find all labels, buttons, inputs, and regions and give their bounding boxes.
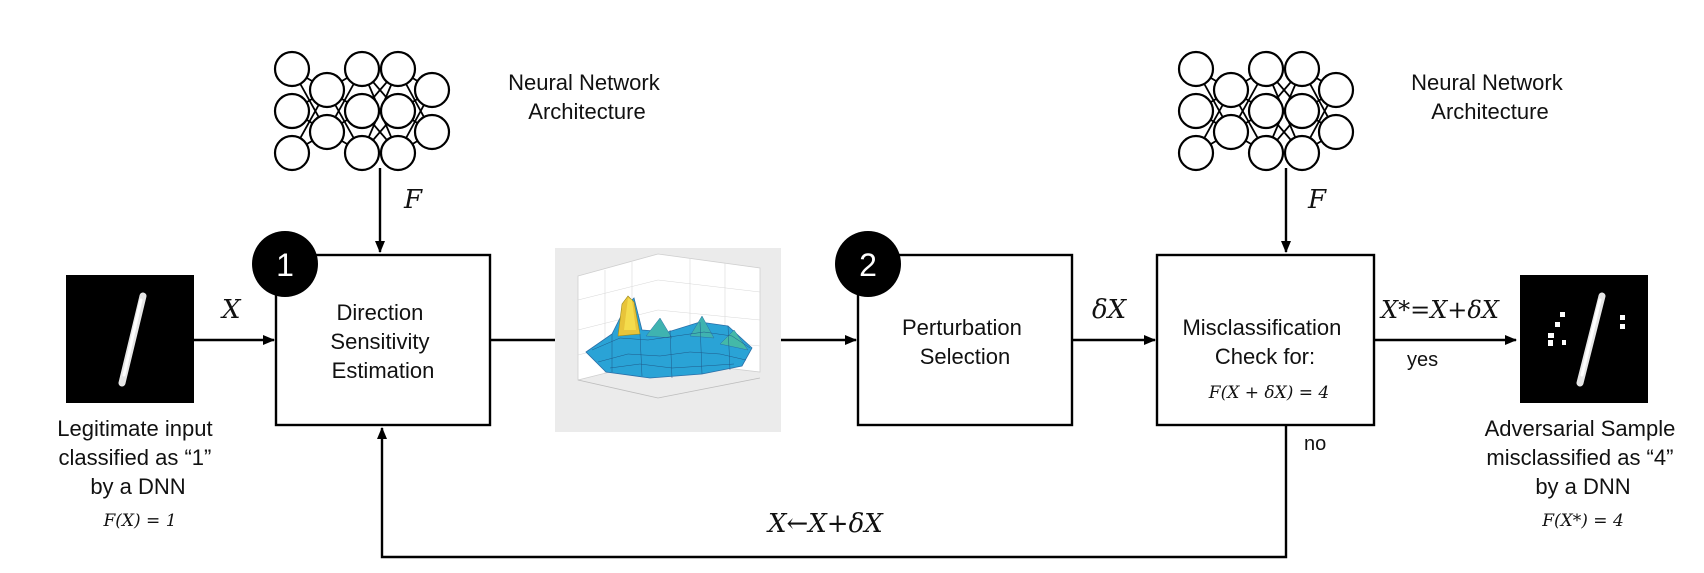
network-label-right-line-1: Neural Network: [1411, 70, 1564, 95]
network-node-right: [1177, 50, 1215, 88]
network-node-left: [273, 92, 311, 130]
network-node-right: [1177, 92, 1215, 130]
step2-line-2: Selection: [920, 344, 1011, 369]
network-label-left: Neural Network Architecture: [508, 70, 666, 124]
perturbation-symbol: δX: [1092, 295, 1128, 325]
input-symbol: X: [220, 295, 242, 325]
network-node-left: [273, 134, 311, 172]
network-node-left: [343, 92, 381, 130]
svg-text:2: 2: [859, 247, 877, 283]
input-caption-line-2: classified as “1”: [59, 445, 212, 470]
misclassification-check-box: [1155, 253, 1376, 427]
step1-line-3: Estimation: [332, 358, 435, 383]
network-node-left: [308, 113, 346, 151]
network-label-left-line-2: Architecture: [528, 99, 645, 124]
input-caption: Legitimate input classified as “1” by a …: [57, 416, 218, 499]
network-node-right: [1247, 134, 1285, 172]
direction-sensitivity-label: Direction Sensitivity Estimation: [330, 300, 435, 383]
network-node-left: [273, 50, 311, 88]
network-node-right: [1317, 71, 1355, 109]
input-formula: F(X) = 1: [102, 511, 176, 531]
network-label-left-line-1: Neural Network: [508, 70, 661, 95]
check-line-2: Check for:: [1215, 344, 1315, 369]
input-caption-line-3: by a DNN: [90, 474, 185, 499]
feedback-loop-arrow: [377, 425, 1288, 559]
step2-line-1: Perturbation: [902, 315, 1022, 340]
adversarial-digit-image: [1520, 275, 1648, 403]
output-caption-line-3: by a DNN: [1535, 474, 1630, 499]
network-node-right: [1247, 50, 1285, 88]
network-node-right: [1212, 71, 1250, 109]
sensitivity-surface-plot: [555, 248, 781, 432]
step1-line-2: Sensitivity: [330, 329, 429, 354]
model-symbol-right: F: [1307, 185, 1327, 215]
output-caption-line-2: misclassified as “4”: [1486, 445, 1673, 470]
step-badge-1: 1: [252, 231, 318, 297]
step1-line-1: Direction: [337, 300, 424, 325]
neural-network-icon-right: [1177, 50, 1355, 172]
perturbation-selection-label: Perturbation Selection: [902, 315, 1028, 369]
network-label-right: Neural Network Architecture: [1411, 70, 1569, 124]
neural-network-icon-left: [273, 50, 451, 172]
network-node-left: [379, 92, 417, 130]
no-label: no: [1304, 433, 1326, 455]
network-node-right: [1177, 134, 1215, 172]
network-node-left: [343, 134, 381, 172]
input-digit-image: [66, 275, 194, 403]
network-node-left: [413, 113, 451, 151]
network-node-right: [1283, 50, 1321, 88]
model-symbol-left: F: [403, 185, 423, 215]
check-line-1: Misclassification: [1182, 315, 1341, 340]
network-label-right-line-2: Architecture: [1431, 99, 1548, 124]
network-node-right: [1283, 134, 1321, 172]
network-node-left: [343, 50, 381, 88]
network-node-left: [308, 71, 346, 109]
network-node-right: [1317, 113, 1355, 151]
misclassification-check-label: Misclassification Check for:: [1182, 315, 1347, 369]
check-formula: F(X + δX) = 4: [1208, 383, 1329, 403]
output-formula-caption: F(X*) = 4: [1541, 511, 1624, 531]
loop-formula: X←X+δX: [766, 509, 884, 539]
yes-label: yes: [1407, 349, 1438, 371]
input-caption-line-1: Legitimate input: [57, 416, 212, 441]
step-badge-2: 2: [835, 231, 901, 297]
network-node-right: [1283, 92, 1321, 130]
output-caption: Adversarial Sample misclassified as “4” …: [1485, 416, 1682, 499]
network-node-right: [1247, 92, 1285, 130]
network-node-right: [1212, 113, 1250, 151]
output-caption-line-1: Adversarial Sample: [1485, 416, 1676, 441]
network-node-left: [413, 71, 451, 109]
svg-text:1: 1: [276, 247, 294, 283]
network-node-left: [379, 50, 417, 88]
network-node-left: [379, 134, 417, 172]
output-formula: X*=X+δX: [1379, 296, 1500, 324]
